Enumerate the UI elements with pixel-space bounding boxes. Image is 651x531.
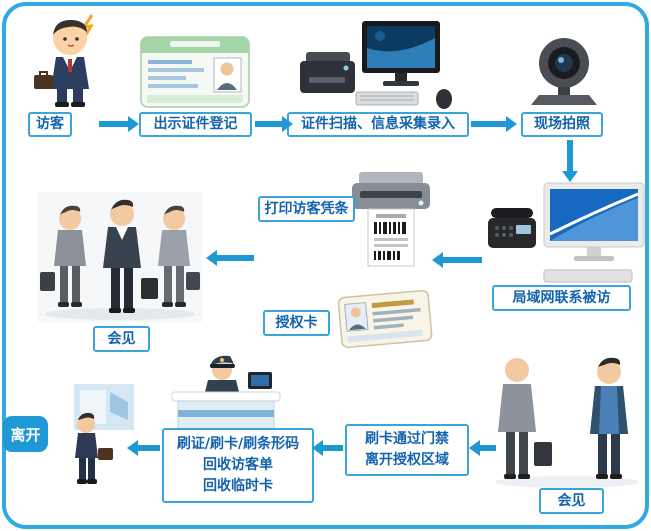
checkout-line2: 回收访客单: [203, 457, 273, 473]
visitor-label: 访客: [28, 112, 72, 137]
printer-receipt-illustration: [352, 172, 430, 268]
swipe-exit-line2: 离开授权区域: [365, 452, 449, 468]
arrow-checkout-to-leave: [127, 440, 160, 456]
meeting-mid-label: 会见: [93, 326, 150, 352]
swipe-exit-label: 刷卡通过门禁 离开授权区域: [345, 424, 469, 476]
print-slip-label: 打印访客凭条: [258, 196, 355, 222]
arrow-swipe-to-checkout: [312, 440, 343, 456]
leave-badge: 离开: [3, 416, 48, 452]
two-people-meeting-illustration: [487, 350, 647, 490]
arrow-scan-to-photo: [471, 116, 517, 132]
auth-card-label: 授权卡: [263, 310, 330, 336]
arrow-slip-to-meeting: [206, 250, 254, 266]
security-desk-illustration: [150, 348, 302, 432]
checkout-line1: 刷证/刷卡/刷条形码: [176, 436, 300, 452]
webcam-illustration: [521, 36, 607, 108]
swipe-exit-line1: 刷卡通过门禁: [365, 431, 449, 447]
arrow-lan-to-printer: [432, 252, 482, 268]
leaving-person-illustration: [52, 382, 136, 490]
three-people-meeting-illustration: [38, 192, 202, 322]
id-card-illustration: [140, 34, 250, 108]
lan-contact-label: 局域网联系被访: [492, 285, 631, 311]
checkout-line3: 回收临时卡: [203, 478, 273, 494]
arrow-photo-to-lan: [562, 140, 578, 182]
site-photo-label: 现场拍照: [521, 112, 603, 137]
visitor-businessman-illustration: [32, 12, 108, 110]
meeting-bottom-label: 会见: [539, 488, 604, 514]
auth-card-illustration: [336, 286, 434, 350]
checkout-label: 刷证/刷卡/刷条形码 回收访客单 回收临时卡: [162, 428, 314, 503]
scanner-computer-illustration: [298, 20, 462, 110]
show-id-label: 出示证件登记: [139, 112, 252, 137]
arrow-registration-to-scan: [255, 116, 293, 132]
arrow-visitor-to-registration: [99, 116, 139, 132]
arrow-meeting-to-swipe: [469, 440, 496, 456]
lan-computer-phone-illustration: [488, 182, 646, 284]
scan-id-label: 证件扫描、信息采集录入: [287, 112, 469, 137]
